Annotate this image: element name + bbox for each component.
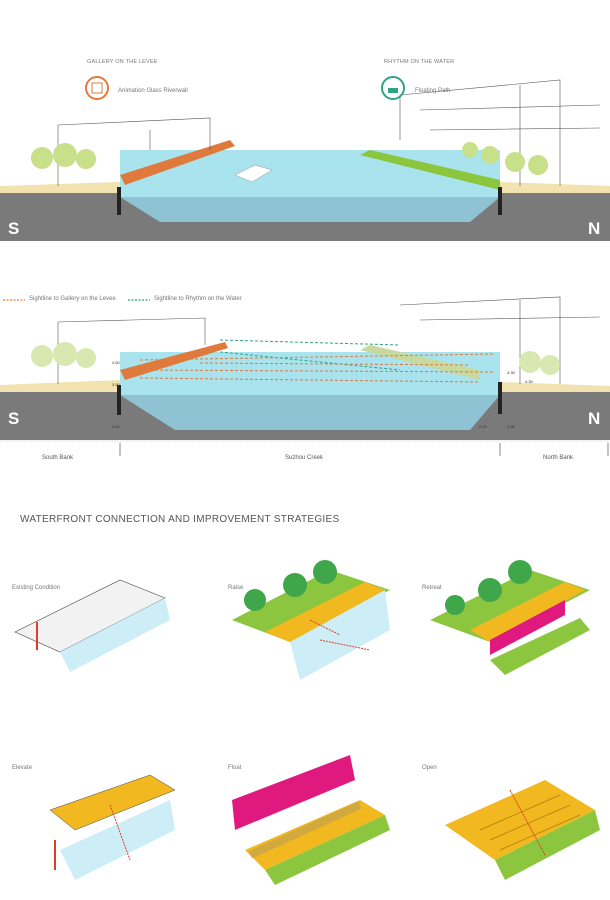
water-depth <box>120 395 500 430</box>
boat <box>234 164 273 183</box>
panel-label-retreat: Retreat <box>422 585 442 591</box>
section-1-drawing <box>0 76 610 241</box>
rhythm-item-label: Floating Path <box>415 88 451 94</box>
sightlines <box>139 339 496 383</box>
strategies-title: WATERFRONT CONNECTION AND IMPROVEMENT ST… <box>20 514 340 525</box>
panel-label-existing: Existing Condition <box>12 585 61 591</box>
legend-green-label: Sightline to Rhythm on the Water <box>154 296 242 302</box>
floating-path-icon <box>381 76 405 100</box>
zone-dividers <box>119 443 609 456</box>
panel-raise <box>232 560 390 680</box>
floating-path-icon-inner <box>388 88 398 93</box>
panel-label-open: Open <box>422 765 437 771</box>
rhythm-heading: RHYTHM ON THE WATER <box>384 59 455 65</box>
dim-label: 2.00 <box>479 424 487 429</box>
dim-label: 4.30 <box>525 379 533 384</box>
north-green-bank <box>360 150 500 190</box>
north-promenade <box>500 182 610 193</box>
dim-label: 4.50 <box>112 360 120 365</box>
north-wall <box>498 382 502 414</box>
trees <box>31 142 548 175</box>
legend-orange-label: Sightline to Gallery on the Levee <box>29 296 116 302</box>
panel-existing <box>14 579 170 672</box>
glass-riverwall-icon <box>85 76 109 100</box>
panel-label-elevate: Elevate <box>12 765 33 771</box>
south-marker: S <box>8 409 20 428</box>
north-marker: N <box>588 409 601 428</box>
panel-float <box>232 755 390 885</box>
north-marker: N <box>588 219 601 238</box>
panel-retreat <box>430 560 590 675</box>
south-promenade <box>0 380 120 392</box>
glass-riverwall-icon-inner <box>91 82 103 94</box>
buildings-outline <box>57 79 601 186</box>
zone-north-bank: North Bank <box>543 455 574 461</box>
north-wall <box>498 187 502 215</box>
dim-label: 4.30 <box>507 370 515 375</box>
section-2-drawing <box>0 296 610 456</box>
dim-label: 3.50 <box>112 382 120 387</box>
trees <box>31 342 560 375</box>
water-surface <box>120 352 500 395</box>
panel-label-raise: Raise <box>228 585 244 591</box>
south-promenade <box>0 182 120 193</box>
south-marker: S <box>8 219 20 238</box>
strategy-panels <box>14 560 600 885</box>
gallery-levee <box>120 140 235 185</box>
north-promenade <box>500 382 610 392</box>
zone-south-bank: South Bank <box>42 455 74 461</box>
water-depth <box>120 197 500 222</box>
panel-open <box>445 780 600 880</box>
panel-elevate <box>49 774 176 880</box>
gallery-item-label: Animation Glass Riverwall <box>118 88 188 94</box>
gallery-heading: GALLERY ON THE LEVEE <box>87 59 158 65</box>
south-wall <box>117 385 121 415</box>
south-wall <box>117 187 121 215</box>
dim-label: 2.50 <box>112 424 120 429</box>
zone-suzhou-creek: Suzhou Creek <box>285 455 324 461</box>
panel-label-float: Float <box>228 765 242 771</box>
dim-label: 2.50 <box>507 424 515 429</box>
